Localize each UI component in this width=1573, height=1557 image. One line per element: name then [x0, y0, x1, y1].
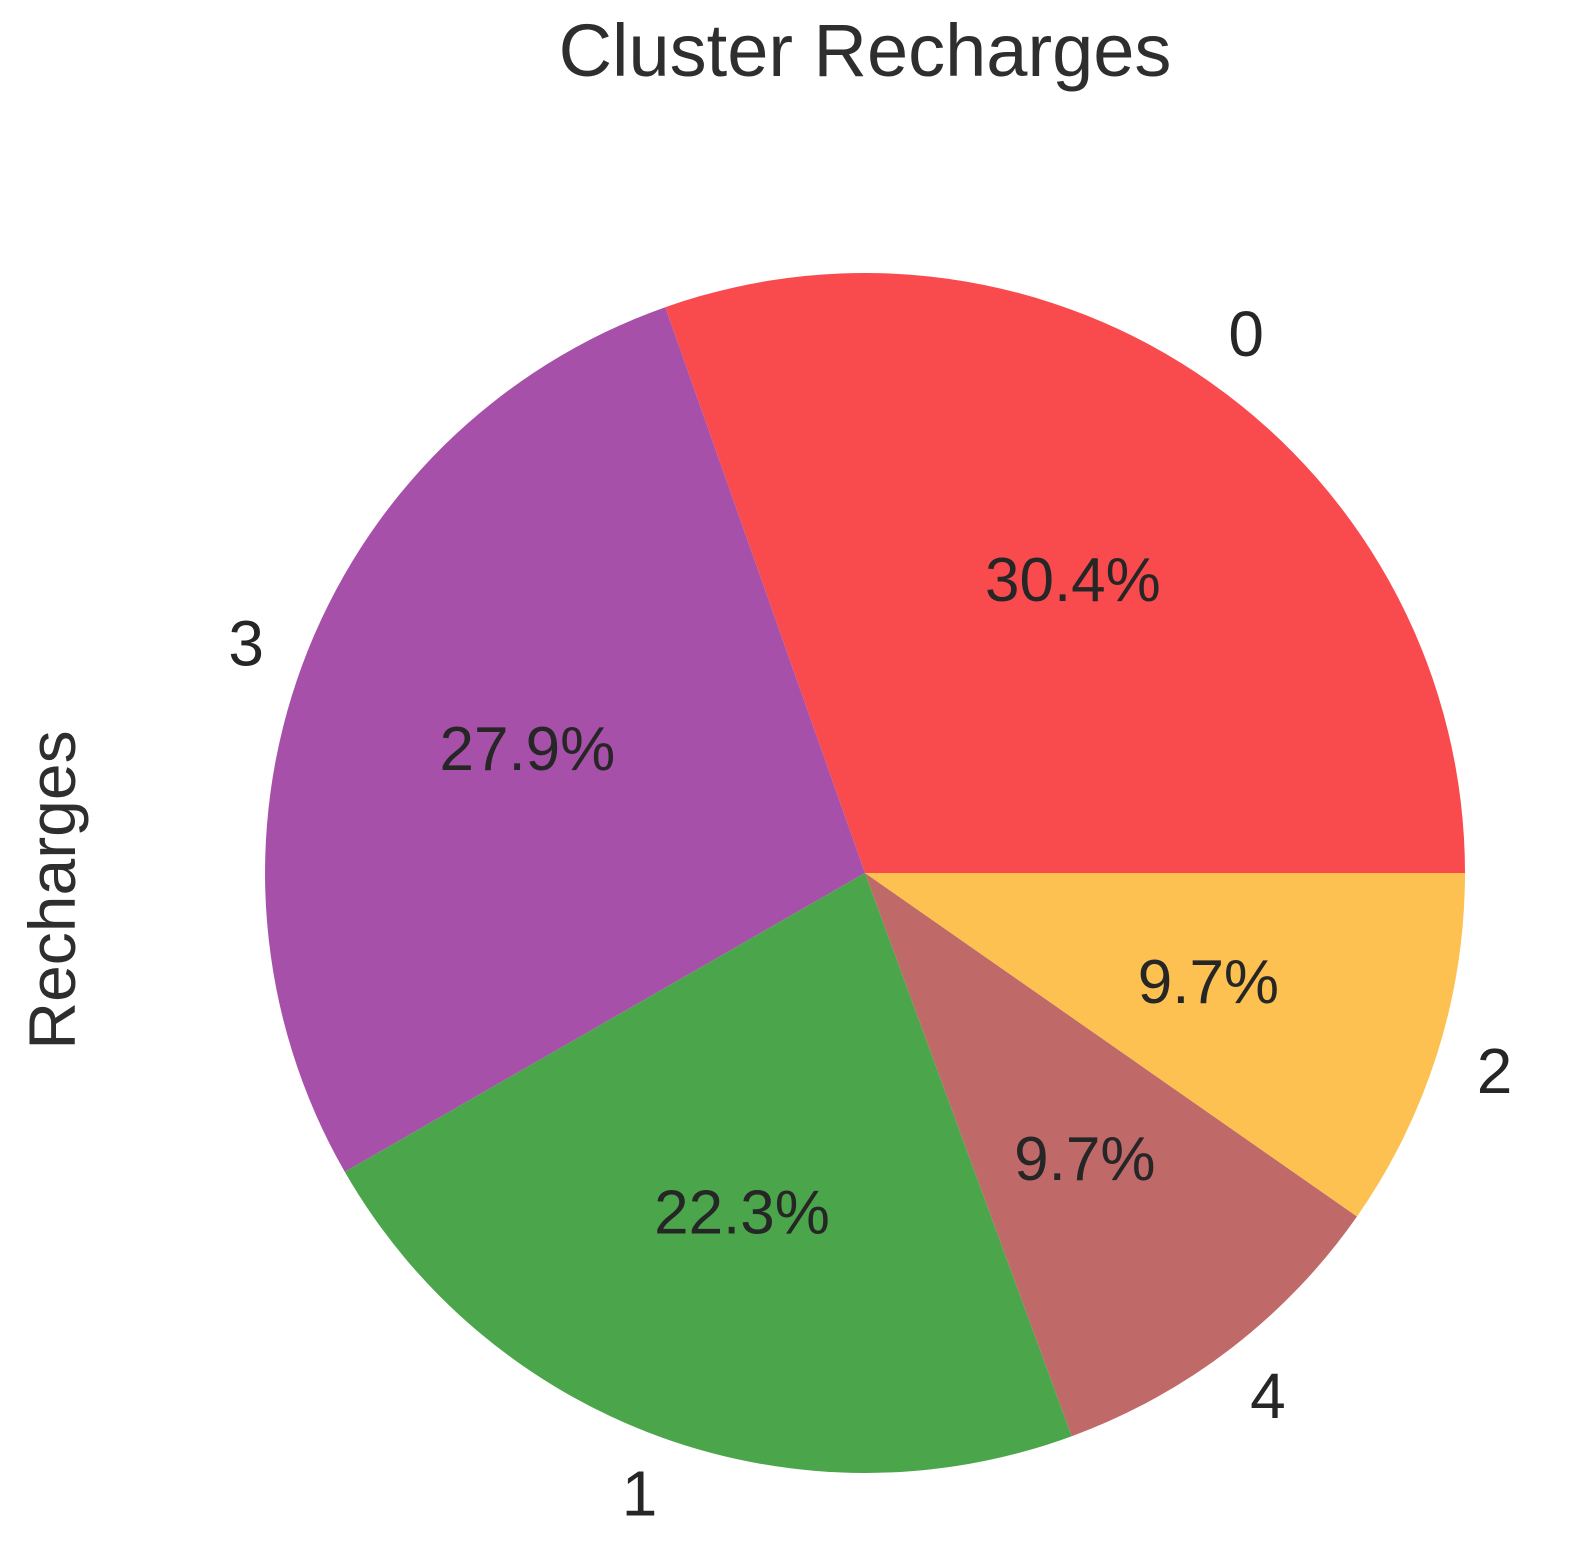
category-label-2: 2	[1477, 1035, 1513, 1107]
pct-label-3: 27.9%	[439, 715, 615, 784]
pie-slice-2	[865, 873, 1465, 1217]
pie-slice-4	[865, 873, 1357, 1437]
chart-title: Cluster Recharges	[558, 9, 1172, 92]
pie-slice-3	[265, 307, 866, 1172]
category-label-1: 1	[622, 1457, 658, 1529]
pct-label-4: 9.7%	[1014, 1125, 1155, 1194]
pie-slice-0	[665, 272, 1465, 874]
category-label-0: 0	[1228, 298, 1264, 370]
category-label-4: 4	[1250, 1360, 1286, 1432]
pie-slice-1	[344, 873, 1072, 1473]
category-label-3: 3	[228, 608, 264, 680]
pct-label-1: 22.3%	[654, 1178, 830, 1247]
pct-label-2: 9.7%	[1138, 948, 1279, 1017]
pct-label-0: 30.4%	[985, 546, 1161, 615]
